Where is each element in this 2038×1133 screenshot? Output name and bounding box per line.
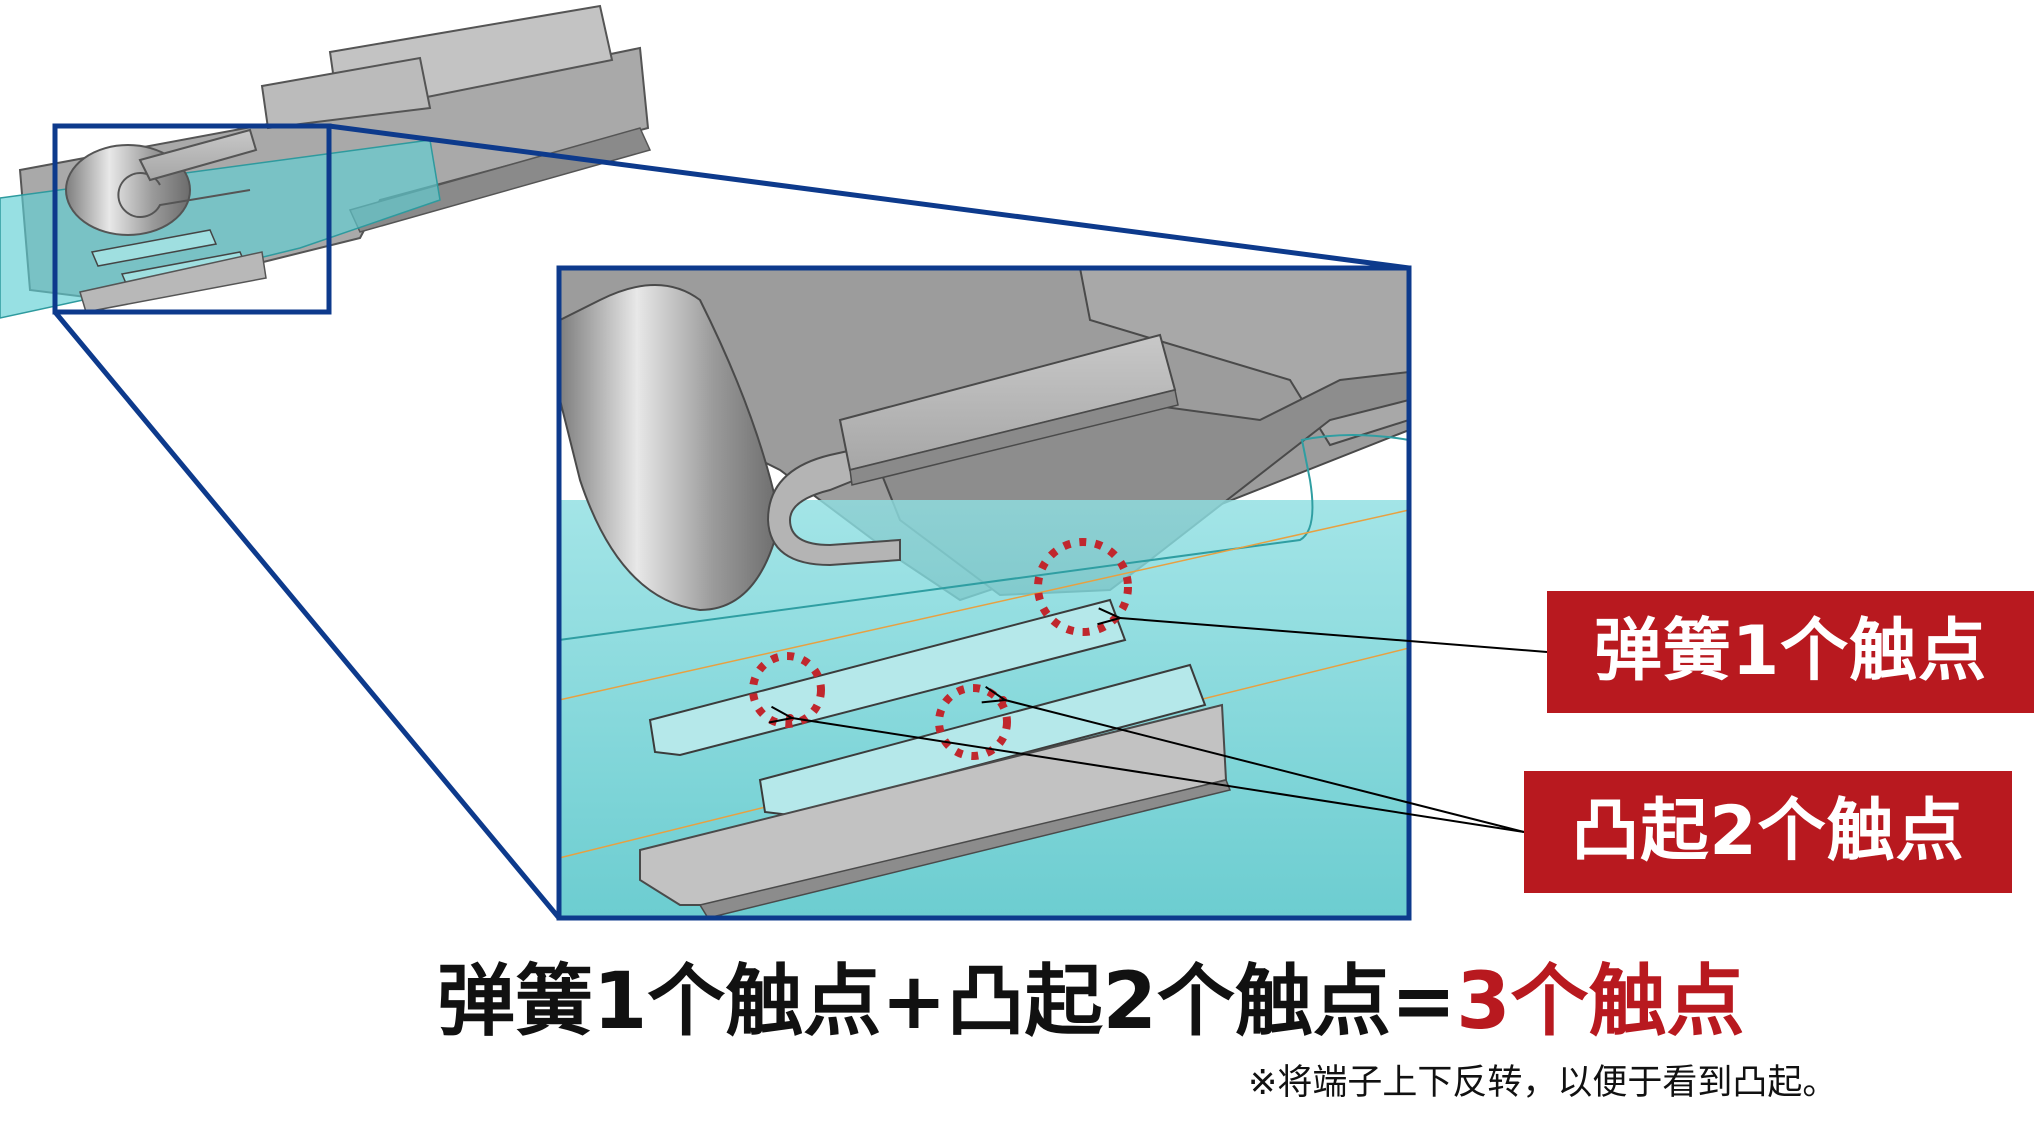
zoom-bump-rear xyxy=(648,598,1127,757)
overview-terminal-mid-block xyxy=(260,56,432,130)
zoom-base-plate-side xyxy=(698,779,1232,918)
spring-leader-arrow xyxy=(1120,618,1548,653)
overview-bump-1 xyxy=(90,229,218,267)
zoom-detail xyxy=(556,265,1412,921)
zoom-frame xyxy=(556,265,1412,921)
zoom-connector-top xyxy=(328,123,1410,271)
overview-spring-arm xyxy=(138,128,258,182)
contact-equation: 弹簧1个触点+凸起2个触点=3个触点 xyxy=(437,952,1745,1052)
equation-part-2: 凸起2个触点 xyxy=(946,957,1391,1047)
footnote: ※将端子上下反转，以便于看到凸起。 xyxy=(1248,1063,1838,1103)
equation-part-1: 弹簧1个触点 xyxy=(437,957,882,1047)
equation-equals: = xyxy=(1390,957,1457,1047)
zoom-housing-orange-line-1 xyxy=(559,509,1409,701)
bump-contact-callout: 凸起2个触点 xyxy=(1524,771,2012,893)
zoom-connector-bottom xyxy=(53,310,561,920)
spring-contact-callout-text: 弹簧1个触点 xyxy=(1593,612,1988,691)
spring-contact-callout: 弹簧1个触点 xyxy=(1547,591,2034,713)
overview-base-plate xyxy=(79,251,267,313)
bump-leader-arrow-2 xyxy=(1005,700,1525,833)
overview-terminal xyxy=(0,4,652,319)
bump-contact-callout-text: 凸起2个触点 xyxy=(1571,792,1965,871)
equation-plus: + xyxy=(881,957,947,1047)
bump-contact-marker-1 xyxy=(749,652,825,728)
spring-contact-marker xyxy=(1034,538,1132,636)
bump-contact-marker-2 xyxy=(935,684,1011,760)
equation-result: 3个触点 xyxy=(1456,957,1745,1047)
overview-zoom-frame xyxy=(52,123,332,315)
zoom-top-tab-front xyxy=(849,389,1179,486)
bump-leader-arrow-1 xyxy=(792,718,1525,833)
